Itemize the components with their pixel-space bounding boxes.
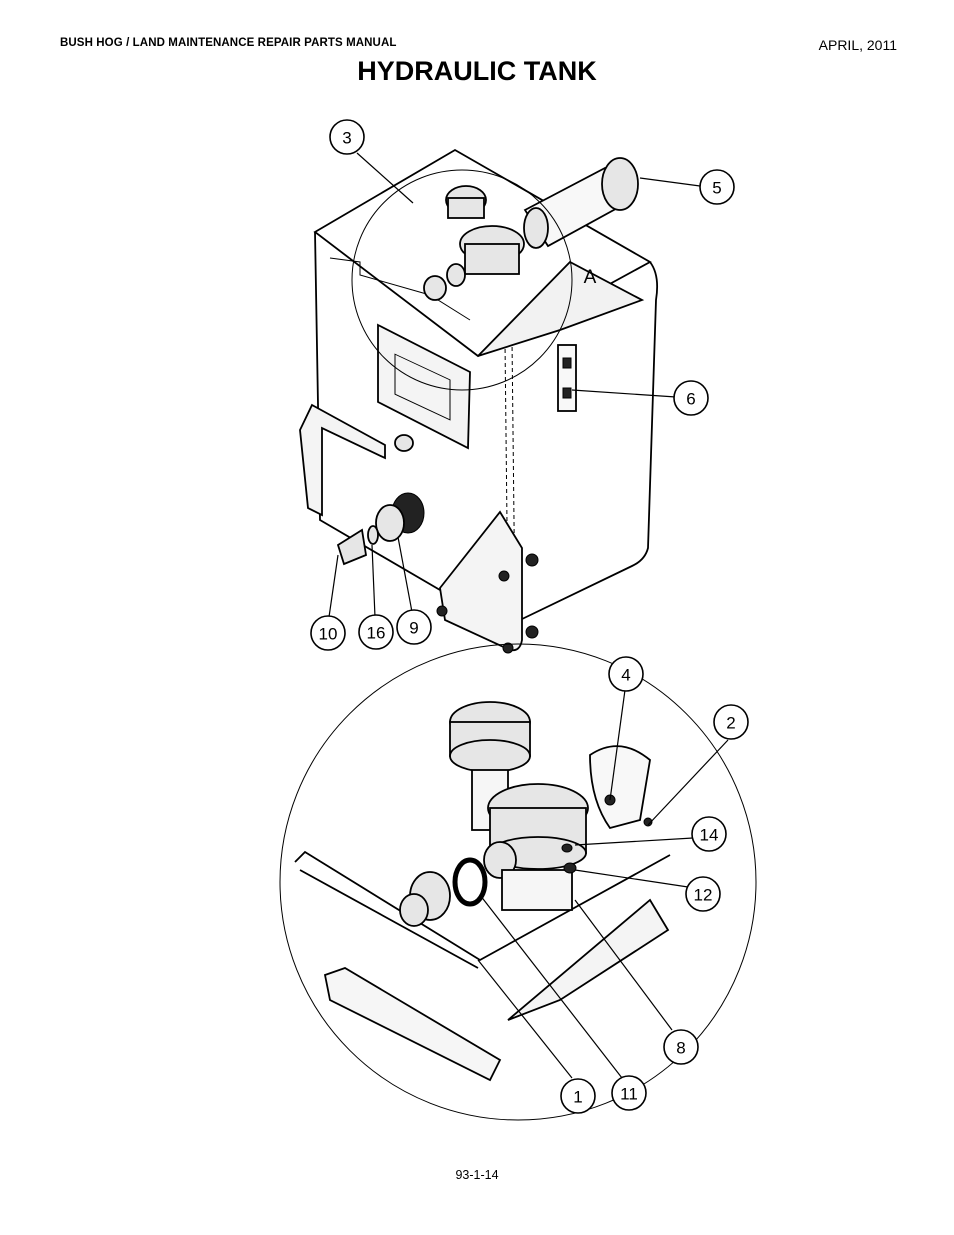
callout-2: 2: [713, 704, 749, 740]
callout-4: 4: [608, 656, 644, 692]
svg-text:11: 11: [620, 1085, 638, 1104]
page-number: 93-1-14: [455, 1168, 499, 1182]
callout-16: 16: [358, 614, 394, 650]
svg-text:5: 5: [712, 179, 721, 198]
svg-text:12: 12: [694, 886, 713, 905]
detail-view: [279, 643, 757, 1121]
page-title: HYDRAULIC TANK: [357, 56, 597, 86]
svg-text:8: 8: [676, 1039, 685, 1058]
svg-text:10: 10: [319, 625, 338, 644]
callout-10: 10: [310, 615, 346, 651]
svg-text:14: 14: [700, 826, 719, 845]
callout-5: 5: [699, 169, 735, 205]
manual-title: BUSH HOG / LAND MAINTENANCE REPAIR PARTS…: [60, 37, 397, 49]
detail-label: A: [584, 267, 597, 288]
callout-6: 6: [673, 380, 709, 416]
svg-text:9: 9: [409, 619, 418, 638]
callout-3: 3: [329, 119, 365, 155]
callout-11: 11: [611, 1075, 647, 1111]
callout-8: 8: [663, 1029, 699, 1065]
svg-text:1: 1: [573, 1088, 582, 1107]
svg-text:3: 3: [342, 129, 351, 148]
tank-body: A: [299, 148, 659, 654]
leader-lines: [328, 152, 729, 1079]
callout-9: 9: [396, 609, 432, 645]
svg-text:4: 4: [621, 666, 630, 685]
callout-1: 1: [560, 1078, 596, 1114]
svg-text:6: 6: [686, 390, 695, 409]
svg-text:16: 16: [367, 624, 386, 643]
svg-text:2: 2: [726, 714, 735, 733]
callout-12: 12: [685, 876, 721, 912]
callout-14: 14: [691, 816, 727, 852]
manual-date: APRIL, 2011: [818, 37, 897, 53]
